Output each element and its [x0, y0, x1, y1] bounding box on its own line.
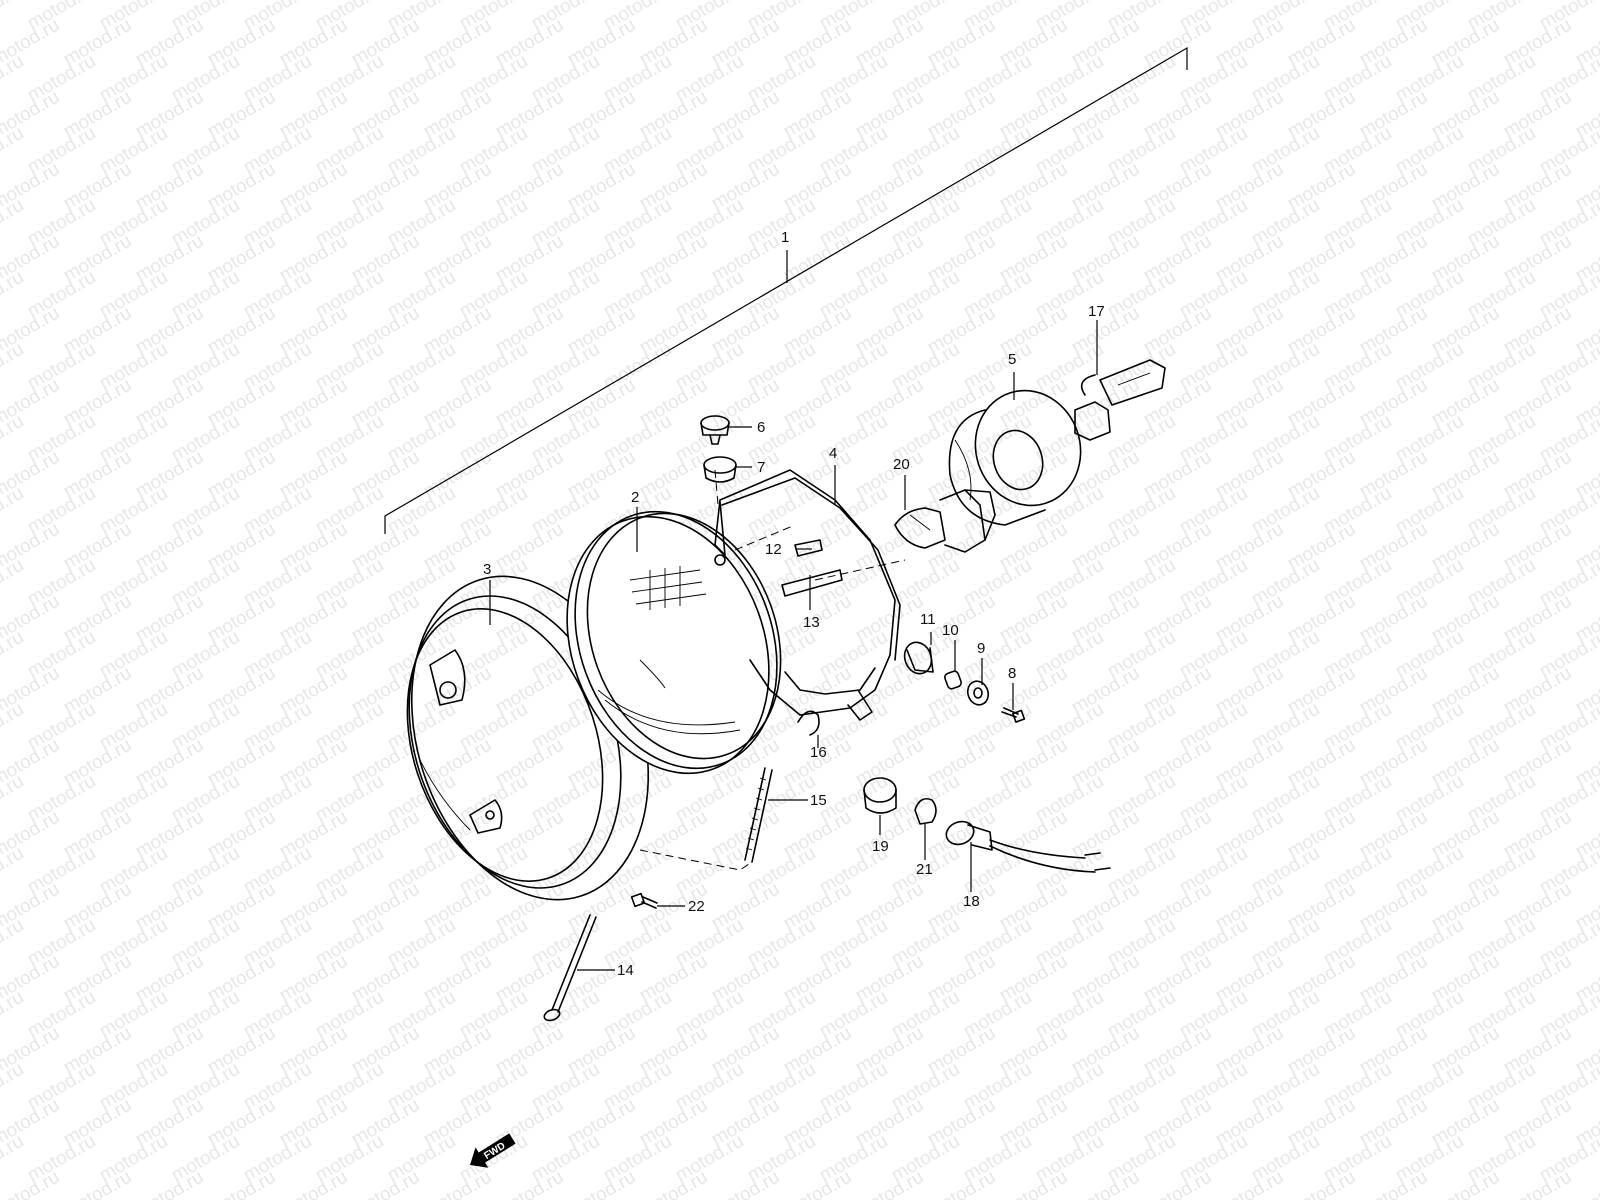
- watermark-text: motod.ru: [0, 771, 27, 827]
- callout-14: 14: [617, 962, 634, 979]
- callout-6: 6: [757, 419, 765, 436]
- watermark-text: motod.ru: [0, 411, 27, 467]
- watermark-text: motod.ru: [0, 1131, 27, 1187]
- watermark-text: motod.ru: [0, 627, 27, 683]
- watermark-text: motod.ru: [0, 915, 27, 971]
- callout-17: 17: [1088, 303, 1105, 320]
- callout-19: 19: [872, 838, 889, 855]
- watermark-text: motod.ru: [0, 699, 27, 755]
- callout-7: 7: [757, 459, 765, 476]
- callout-20: 20: [893, 456, 910, 473]
- callout-13: 13: [803, 614, 820, 631]
- watermark-text: motod.ru: [0, 483, 27, 539]
- watermark-text: motod.ru: [0, 555, 27, 611]
- callout-5: 5: [1008, 351, 1016, 368]
- callout-4: 4: [829, 445, 837, 462]
- callout-2: 2: [631, 489, 639, 506]
- callout-16: 16: [810, 744, 827, 761]
- callout-22: 22: [688, 898, 705, 915]
- callout-15: 15: [810, 792, 827, 809]
- callout-18: 18: [963, 893, 980, 910]
- watermark-text: motod.ru: [0, 339, 27, 395]
- watermark-text: motod.ru: [0, 843, 27, 899]
- callout-10: 10: [942, 622, 959, 639]
- callout-9: 9: [977, 640, 985, 657]
- watermark-text: motod.ru: [0, 0, 27, 34]
- watermark-text: motod.ru: [0, 123, 27, 179]
- callout-21: 21: [916, 861, 933, 878]
- callout-3: 3: [483, 561, 491, 578]
- callout-8: 8: [1008, 665, 1016, 682]
- watermark-text: motod.ru: [0, 987, 27, 1043]
- callout-12: 12: [765, 541, 782, 558]
- callout-11: 11: [920, 611, 936, 628]
- watermark-text: motod.ru: [0, 1059, 27, 1115]
- callout-1: 1: [781, 229, 789, 246]
- watermark-text: motod.ru: [0, 267, 27, 323]
- watermark-text: motod.ru: [1572, 1167, 1600, 1200]
- watermark-text: motod.ru: [0, 51, 27, 107]
- watermark-text: motod.ru: [0, 195, 27, 251]
